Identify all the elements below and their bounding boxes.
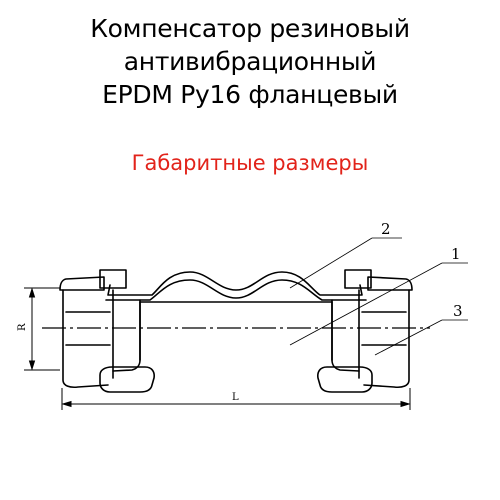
callout-3-label: 3 [453,302,463,320]
dimension-l-label: L [232,392,239,403]
dimension-l [61,388,411,410]
bellows-inner [105,279,367,301]
dimensions-heading: Габаритные размеры [131,151,369,175]
product-title: Компенсатор резиновый антивибрационный E… [0,12,500,111]
title-line-1: Компенсатор резиновый [90,14,410,43]
dimension-r-label: R [17,323,28,331]
callout-1-label: 1 [451,245,461,263]
title-line-2: антивибрационный [123,47,377,76]
dimension-r [24,287,60,371]
callout-leaders [289,237,468,356]
title-line-3: EPDM Ру16 фланцевый [102,80,398,109]
callout-2-label: 2 [381,220,391,238]
bellows-outer [107,271,363,296]
